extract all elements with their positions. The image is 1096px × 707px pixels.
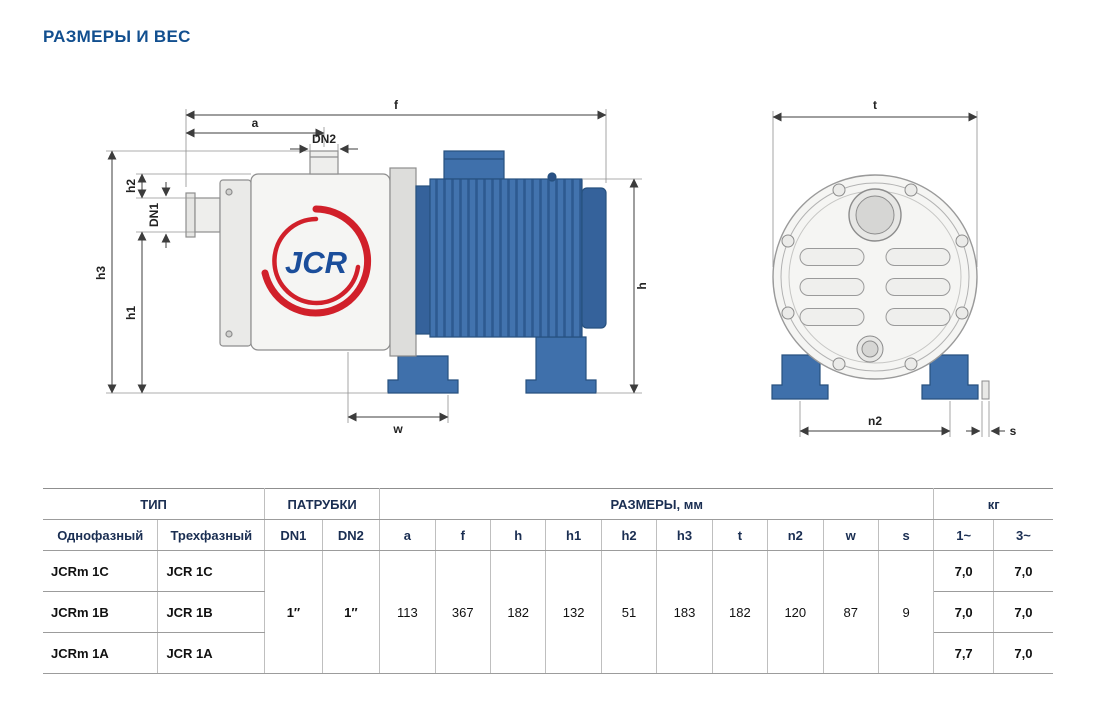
group-header-type: ТИП — [43, 488, 266, 520]
weight-3ph: 7,0 — [993, 632, 1053, 674]
weight-3ph: 7,0 — [993, 550, 1053, 592]
value-h3: 183 — [656, 550, 713, 674]
col-s: s — [878, 519, 935, 551]
value-dn1: 1″ — [264, 550, 323, 674]
technical-drawings: JCR — [92, 87, 1096, 462]
jcr-logo: JCR — [261, 205, 372, 317]
dim-label-dn1: DN1 — [147, 203, 161, 227]
rim-bolts — [781, 183, 969, 371]
dim-label-h1: h1 — [124, 306, 138, 320]
dim-label-h: h — [635, 282, 649, 289]
value-f: 367 — [435, 550, 491, 674]
col-t: t — [712, 519, 769, 551]
side-view-dimensions: f a DN2 DN1 h2 h3 h1 h w — [94, 98, 649, 436]
dim-label-a: a — [252, 116, 259, 130]
col-f: f — [435, 519, 491, 551]
terminal-box — [443, 150, 505, 180]
group-header-dimensions: РАЗМЕРЫ, мм — [379, 488, 935, 520]
col-dn2: DN2 — [322, 519, 381, 551]
dim-label-h2: h2 — [124, 179, 138, 193]
column-header-row: Однофазный Трехфазный DN1 DN2 a f h h1 h… — [43, 519, 1053, 551]
pump-side-view-drawing: JCR — [94, 98, 649, 436]
front-view-dimensions: t n2 s — [772, 98, 1017, 438]
col-h3: h3 — [656, 519, 713, 551]
dim-label-dn2: DN2 — [312, 132, 336, 146]
dimensions-weight-table: ТИП ПАТРУБКИ РАЗМЕРЫ, мм кг Однофазный Т… — [43, 488, 1053, 674]
pump-face — [772, 174, 978, 380]
front-view-feet — [771, 354, 979, 400]
value-h1: 132 — [545, 550, 602, 674]
value-a: 113 — [379, 550, 436, 674]
col-single-phase: Однофазный — [43, 519, 159, 551]
group-header-ports: ПАТРУБКИ — [264, 488, 381, 520]
model-three-phase: JCR 1B — [157, 591, 266, 633]
mounting-stud — [981, 380, 990, 400]
page-title: РАЗМЕРЫ И ВЕС — [43, 27, 191, 46]
brand-logo-text: JCR — [285, 245, 348, 280]
group-header-weight: кг — [933, 488, 1053, 520]
value-n2: 120 — [767, 550, 824, 674]
col-w: w — [823, 519, 879, 551]
dim-label-s: s — [1010, 424, 1017, 438]
dim-label-w: w — [392, 422, 403, 436]
table-row: JCRm 1A JCR 1A 7,7 7,0 — [43, 632, 1053, 674]
dim-label-n2: n2 — [868, 414, 882, 428]
casing-slots — [799, 248, 951, 326]
model-three-phase: JCR 1A — [157, 632, 266, 674]
pump-front-view-drawing: t n2 s — [771, 98, 1017, 438]
weight-3ph: 7,0 — [993, 591, 1053, 633]
col-n2: n2 — [767, 519, 824, 551]
model-single-phase: JCRm 1C — [43, 550, 159, 592]
col-h: h — [490, 519, 547, 551]
model-single-phase: JCRm 1B — [43, 591, 159, 633]
weight-1ph: 7,0 — [933, 550, 994, 592]
value-h2: 51 — [601, 550, 658, 674]
model-single-phase: JCRm 1A — [43, 632, 159, 674]
col-h2: h2 — [601, 519, 658, 551]
weight-1ph: 7,0 — [933, 591, 994, 633]
col-weight-1ph: 1~ — [933, 519, 994, 551]
table-row: JCRm 1B JCR 1B 7,0 7,0 — [43, 591, 1053, 633]
dim-label-t: t — [873, 98, 877, 112]
col-three-phase: Трехфазный — [157, 519, 266, 551]
value-t: 182 — [712, 550, 769, 674]
table-row: JCRm 1C JCR 1C 1″ 1″ 113 367 182 132 51 … — [43, 550, 1053, 674]
col-a: a — [379, 519, 436, 551]
dim-label-h3: h3 — [94, 266, 108, 280]
value-w: 87 — [823, 550, 879, 674]
value-dn2: 1″ — [322, 550, 381, 674]
dim-label-f: f — [394, 98, 399, 112]
dn2-port — [309, 150, 339, 175]
group-header-row: ТИП ПАТРУБКИ РАЗМЕРЫ, мм кг — [43, 488, 1053, 520]
col-weight-3ph: 3~ — [993, 519, 1053, 551]
col-h1: h1 — [545, 519, 602, 551]
value-h: 182 — [490, 550, 547, 674]
motor — [415, 150, 607, 338]
model-three-phase: JCR 1C — [157, 550, 266, 592]
col-dn1: DN1 — [264, 519, 323, 551]
weight-1ph: 7,7 — [933, 632, 994, 674]
pump-feet — [387, 336, 597, 394]
value-s: 9 — [878, 550, 935, 674]
page: РАЗМЕРЫ И ВЕС — [0, 27, 1096, 707]
